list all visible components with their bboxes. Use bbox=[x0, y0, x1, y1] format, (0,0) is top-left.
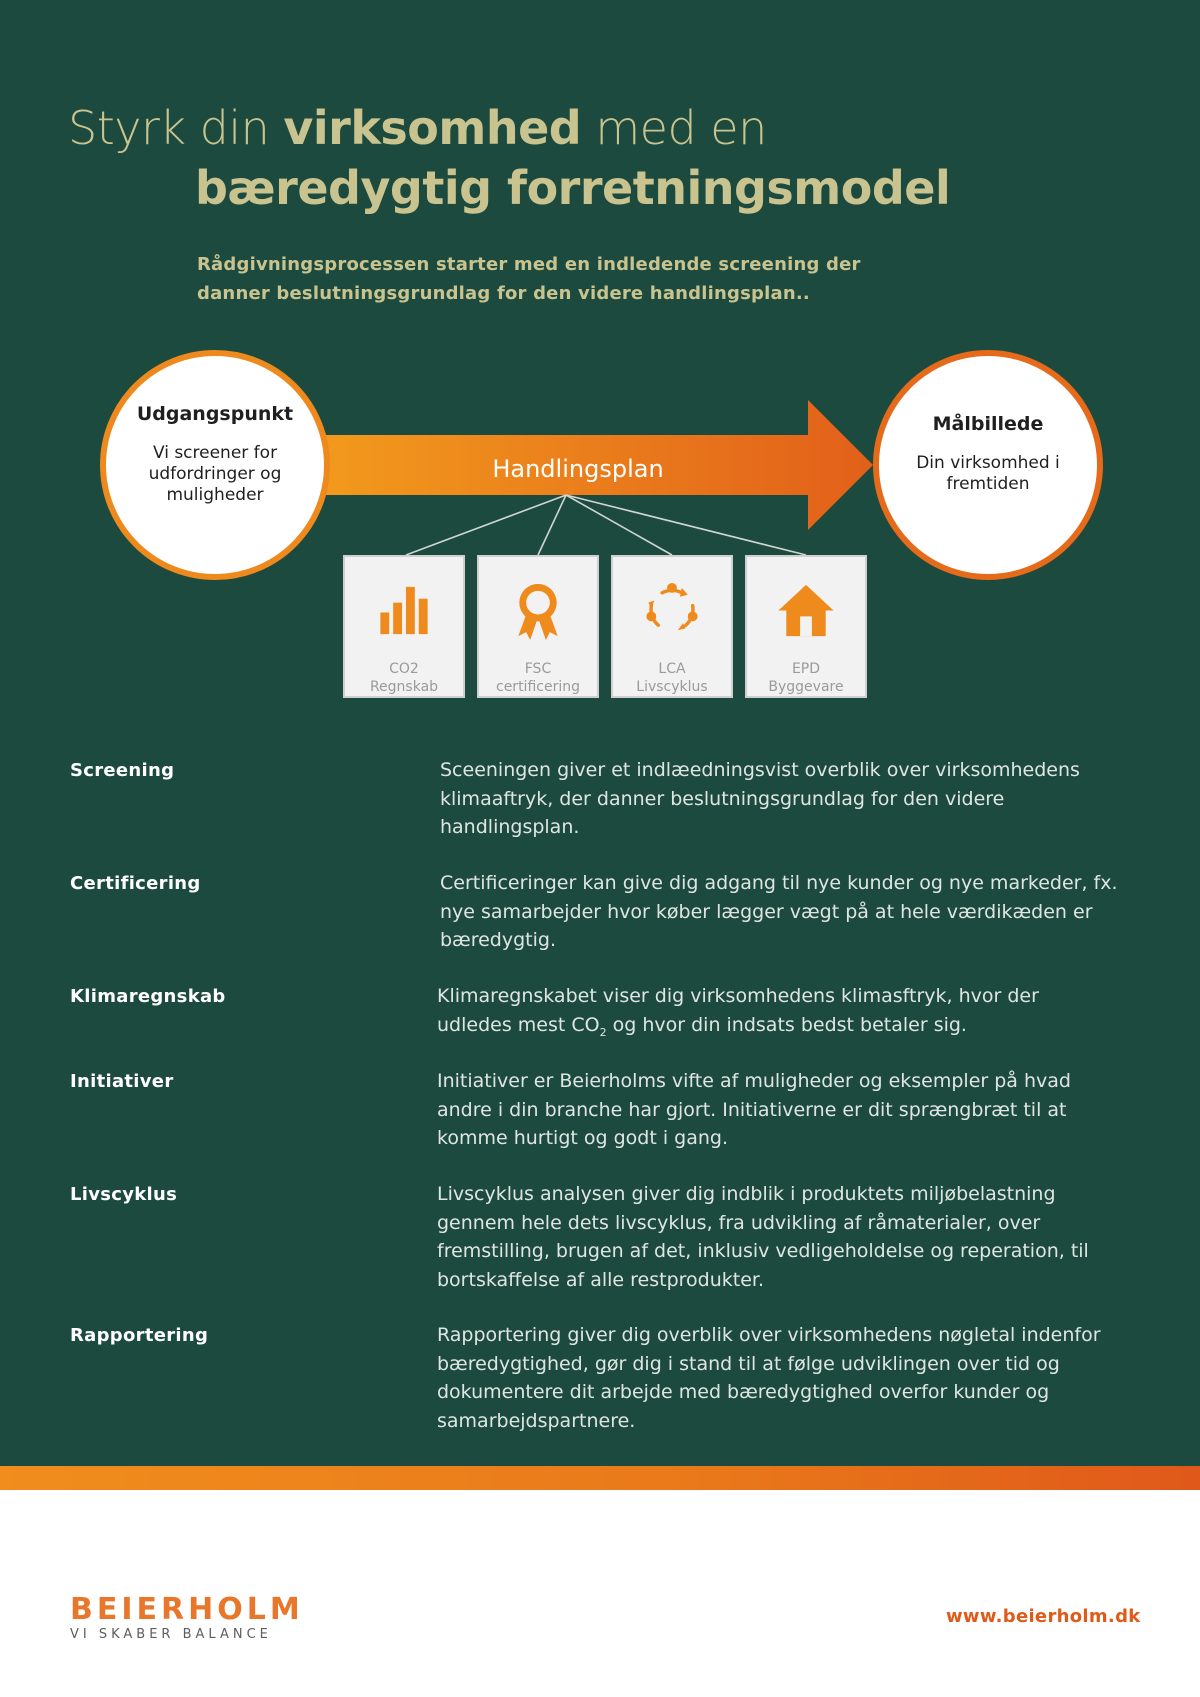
section-term: Rapportering bbox=[70, 1325, 209, 1346]
process-diagram: Handlingsplan Udgangspunkt Vi screener f… bbox=[0, 340, 1200, 710]
bar-chart-icon bbox=[380, 586, 428, 635]
connector-lines bbox=[405, 494, 807, 556]
section-term: Klimaregnskab bbox=[70, 986, 226, 1007]
section-term: Livscyklus bbox=[70, 1184, 178, 1205]
title-post: med en bbox=[581, 101, 767, 155]
title-line2: bæredygtig forretningsmodel bbox=[195, 161, 951, 215]
section-desc: Rapportering giver dig overblik over vir… bbox=[437, 1324, 1101, 1432]
page-title: Styrk din virksomhed med en bæredygtig f… bbox=[68, 98, 951, 218]
box-label: FSC certificering bbox=[496, 661, 580, 695]
logo-name: BEIERHOLM bbox=[70, 1592, 304, 1627]
start-title: Udgangspunkt bbox=[136, 402, 294, 425]
start-text: Vi screener for udfordringer og mulighed… bbox=[148, 442, 282, 505]
box-label: LCA Livscyklus bbox=[636, 661, 708, 695]
section-desc: Livscyklus analysen giver dig indblik i … bbox=[437, 1183, 1089, 1291]
award-ribbon-icon bbox=[518, 583, 558, 641]
box-fsc: FSC certificering bbox=[477, 555, 599, 698]
beierholm-logo: BEIERHOLM VI SKABER BALANCE bbox=[70, 1592, 304, 1642]
section-desc: Sceeningen giver et indlæedningsvist ove… bbox=[440, 759, 1080, 838]
box-label: CO2 Regnskab bbox=[369, 661, 439, 695]
section-desc: Certificeringer kan give dig adgang til … bbox=[440, 872, 1118, 951]
handlingsplan-arrow bbox=[320, 400, 873, 530]
title-bold: virksomhed bbox=[283, 101, 582, 155]
intro-text: Rådgivningsprocessen starter med en indl… bbox=[197, 254, 861, 304]
section-term: Certificering bbox=[70, 873, 201, 894]
desc-post: og hvor din indsats bedst betaler sig. bbox=[606, 1013, 967, 1036]
section-term: Screening bbox=[70, 760, 175, 781]
arrow-graphic: Handlingsplan bbox=[320, 400, 873, 556]
title-pre: Styrk din bbox=[68, 101, 284, 155]
website-link[interactable]: www.beierholm.dk bbox=[946, 1606, 1141, 1627]
orange-divider bbox=[0, 1466, 1200, 1490]
start-circle: Udgangspunkt Vi screener for udfordringe… bbox=[100, 350, 330, 580]
box-co2: CO2 Regnskab bbox=[343, 555, 465, 698]
section-term: Initiativer bbox=[70, 1071, 174, 1092]
section-desc: Klimaregnskabet viser dig virksomhedens … bbox=[437, 982, 1117, 1047]
goal-circle: Målbillede Din virksomhed i fremtiden bbox=[873, 350, 1103, 580]
goal-title: Målbillede bbox=[932, 413, 1044, 435]
goal-text: Din virksomhed i fremtiden bbox=[916, 453, 1060, 494]
desc-pre: Klimaregnskabet viser dig virksomhedens … bbox=[437, 985, 1039, 1036]
logo-tagline: VI SKABER BALANCE bbox=[70, 1627, 272, 1642]
desc-sub: 2 bbox=[599, 1025, 607, 1039]
box-epd: EPD Byggevare bbox=[745, 555, 867, 698]
hero-background bbox=[0, 0, 1200, 1466]
box-lca: LCA Livscyklus bbox=[611, 555, 733, 698]
box-label: EPD Byggevare bbox=[768, 661, 844, 695]
house-icon bbox=[778, 584, 834, 637]
cycle-icon bbox=[646, 582, 698, 631]
arrow-label: Handlingsplan bbox=[492, 455, 663, 483]
section-desc: Initiativer er Beierholms vifte af mulig… bbox=[437, 1070, 1071, 1149]
